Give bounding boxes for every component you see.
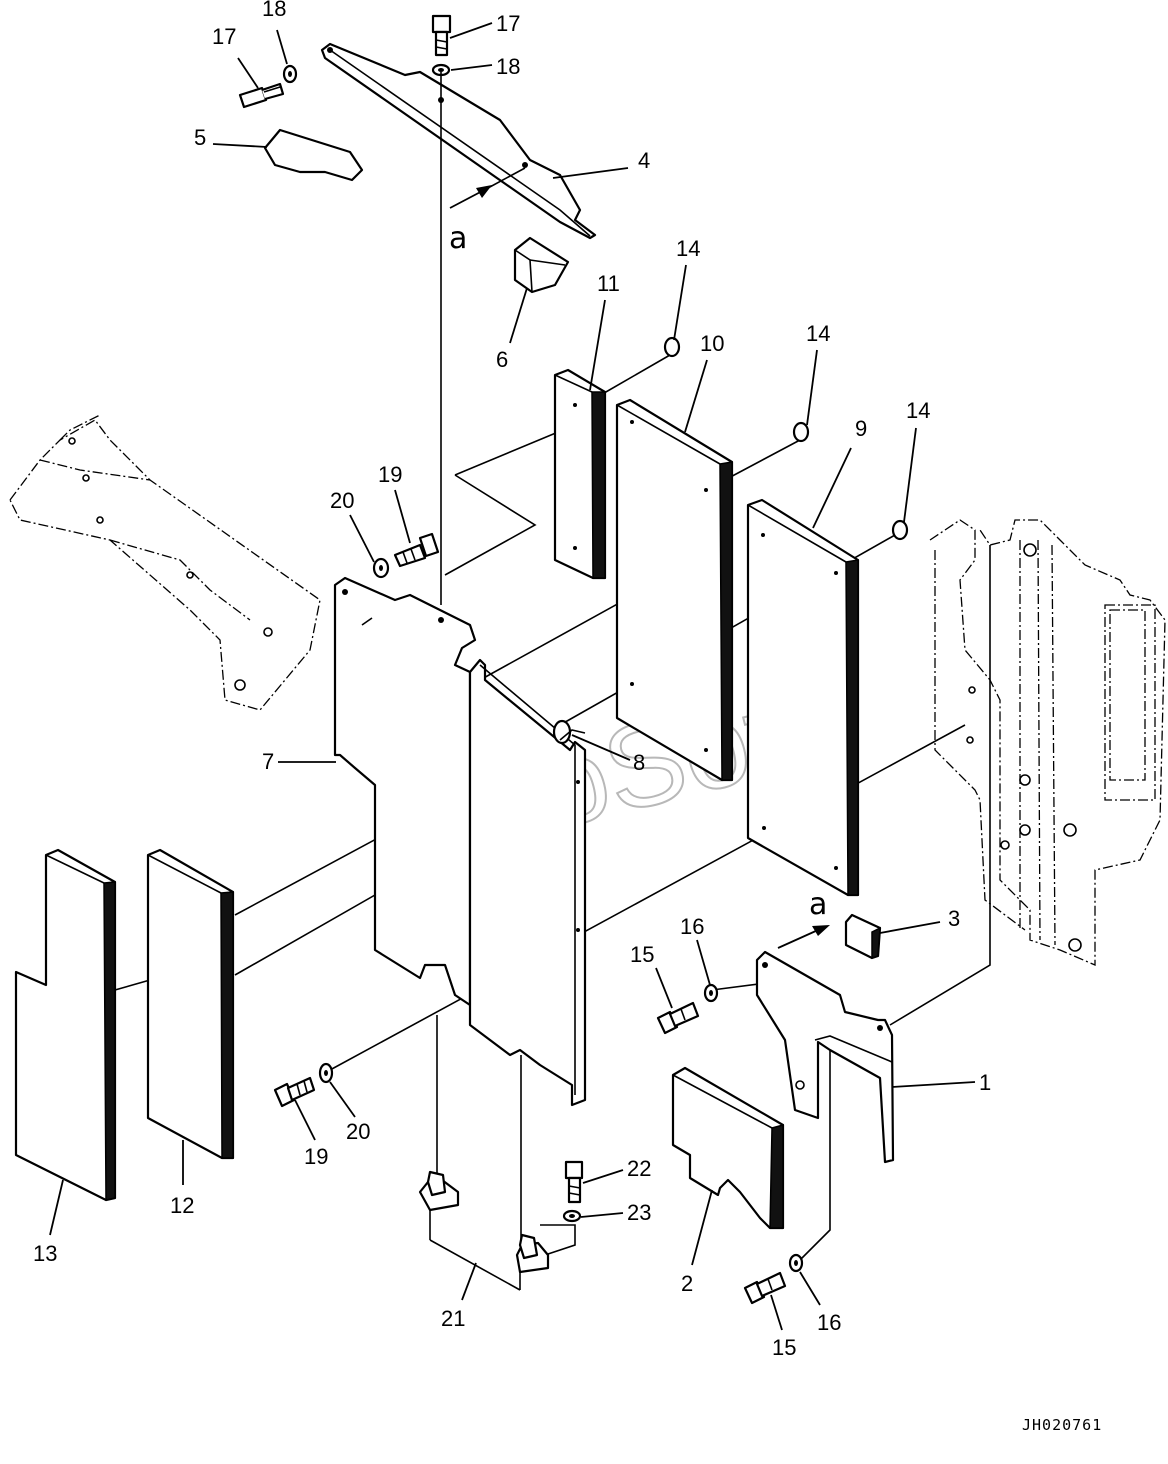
washer-16-lower — [788, 1253, 804, 1273]
washer-16-upper — [703, 983, 719, 1003]
grommet-14-a — [663, 336, 681, 358]
callout-21: 21 — [441, 1306, 465, 1331]
grommet-14-c — [891, 519, 909, 541]
frame-outline-left — [9, 414, 321, 711]
callout-23: 23 — [627, 1200, 651, 1225]
view-arrow-a-top — [449, 167, 526, 209]
callout-15-upper: 15 — [630, 942, 654, 967]
callout-22: 22 — [627, 1156, 651, 1181]
part-7-main-plate — [333, 576, 477, 1007]
callout-10: 10 — [700, 331, 724, 356]
part-6-block — [513, 236, 570, 294]
part-4-top-bracket — [320, 42, 597, 240]
callout-16-upper: 16 — [680, 914, 704, 939]
view-arrow-a-bottom — [777, 925, 830, 949]
part-8-side-plate — [468, 658, 587, 1107]
callout-14-c: 14 — [906, 398, 930, 423]
part-13-panel — [14, 848, 117, 1202]
frame-outline-right — [929, 519, 1166, 966]
callout-18-top: 18 — [496, 54, 520, 79]
callout-19-upper: 19 — [378, 462, 402, 487]
callout-20-upper: 20 — [330, 488, 354, 513]
bolt-19-lower — [273, 1076, 316, 1108]
view-marker-a-bottom: a — [809, 887, 827, 922]
part-11-spacer — [553, 368, 607, 580]
washer-18-left — [282, 64, 298, 84]
callout-11: 11 — [597, 271, 620, 296]
callout-7: 7 — [262, 749, 274, 774]
callout-13: 13 — [33, 1241, 57, 1266]
part-3-pad — [844, 913, 882, 960]
callout-1: 1 — [979, 1070, 991, 1095]
callout-2: 2 — [681, 1271, 693, 1296]
grommet-14-b — [792, 421, 810, 443]
callout-8: 8 — [633, 750, 645, 775]
bolt-15-lower — [743, 1271, 787, 1305]
callout-6: 6 — [496, 347, 508, 372]
callout-16-lower: 16 — [817, 1310, 841, 1335]
bolt-22 — [564, 1160, 584, 1204]
part-9-panel — [746, 498, 860, 897]
callout-12: 12 — [170, 1193, 194, 1218]
washer-20-lower — [318, 1062, 334, 1084]
part-21-clips — [418, 1170, 550, 1291]
callout-17-left: 17 — [212, 24, 236, 49]
bolt-17-top — [431, 14, 452, 57]
washer-23 — [562, 1209, 582, 1223]
part-12-panel — [146, 848, 235, 1160]
callout-leaders — [49, 22, 976, 1331]
callout-15-lower: 15 — [772, 1335, 796, 1360]
part-2-block — [671, 1066, 785, 1230]
callout-9: 9 — [855, 416, 867, 441]
view-marker-a-top: a — [449, 221, 467, 256]
bolt-19-upper — [393, 532, 440, 568]
part-5-bracket — [263, 128, 364, 182]
callout-14-b: 14 — [806, 321, 830, 346]
callout-14-a: 14 — [676, 236, 700, 261]
callout-labels: 17 18 17 18 5 4 6 11 14 10 14 9 14 19 20… — [33, 0, 991, 1360]
drawing-code: JH020761 — [1022, 1416, 1102, 1434]
washer-20-upper — [372, 557, 390, 579]
bolt-17-left — [238, 82, 285, 109]
callout-18-left: 18 — [262, 0, 286, 21]
callout-4: 4 — [638, 148, 650, 173]
bolt-15-upper — [656, 1001, 700, 1035]
callout-19-lower: 19 — [304, 1144, 328, 1169]
callout-17-top: 17 — [496, 11, 520, 36]
callout-20-lower: 20 — [346, 1119, 370, 1144]
callout-3: 3 — [948, 906, 960, 931]
part-10-panel — [615, 398, 734, 782]
callout-5: 5 — [194, 125, 206, 150]
part-1-bracket — [755, 950, 895, 1164]
